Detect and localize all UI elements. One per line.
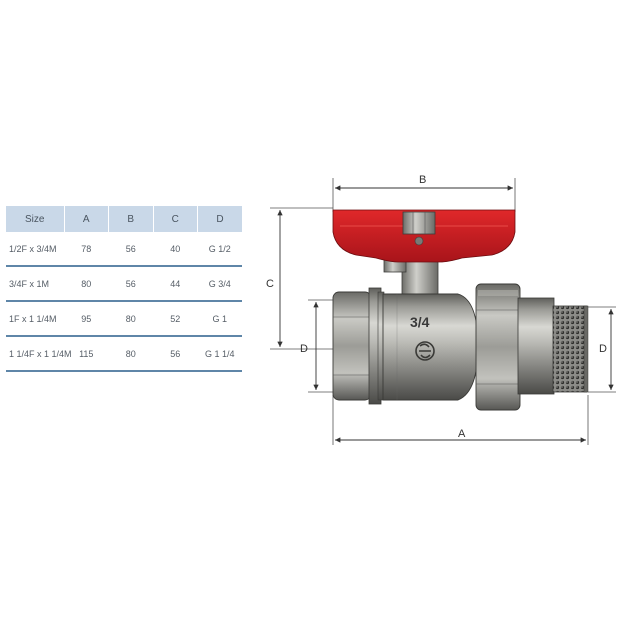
table-row: 1/2F x 3/4M 78 56 40 G 1/2 bbox=[6, 232, 242, 267]
knurled-male-end bbox=[552, 305, 588, 393]
cell-c: 44 bbox=[153, 266, 198, 302]
table-row: 1 1/4F x 1 1/4M 115 80 56 G 1 1/4 bbox=[6, 336, 242, 372]
header-a: A bbox=[64, 206, 109, 232]
handle-nut bbox=[402, 211, 436, 235]
table-header-row: Size A B C D bbox=[6, 206, 242, 232]
dimension-b-label: B bbox=[419, 174, 426, 186]
female-end-hex bbox=[332, 291, 372, 401]
cell-size: 3/4F x 1M bbox=[6, 266, 64, 302]
butterfly-handle bbox=[332, 209, 516, 263]
cell-c: 56 bbox=[153, 336, 198, 372]
cell-d: G 1 bbox=[197, 301, 242, 337]
header-d: D bbox=[197, 206, 242, 232]
cell-b: 80 bbox=[108, 336, 153, 372]
table-row: 1F x 1 1/4M 95 80 52 G 1 bbox=[6, 301, 242, 337]
extension-lines bbox=[270, 178, 616, 445]
cell-d: G 1/2 bbox=[197, 232, 242, 267]
brand-logo bbox=[415, 341, 435, 361]
cell-a: 78 bbox=[64, 232, 109, 267]
cell-d: G 1 1/4 bbox=[197, 336, 242, 372]
dimension-d-left-label: D bbox=[300, 343, 308, 355]
union-nut-hex bbox=[475, 283, 521, 411]
cell-size: 1F x 1 1/4M bbox=[6, 301, 64, 337]
cell-a: 80 bbox=[64, 266, 109, 302]
body-size-marking: 3/4 bbox=[410, 314, 430, 330]
dimension-d-right-label: D bbox=[599, 343, 607, 355]
cell-a: 115 bbox=[64, 336, 109, 372]
cell-size: 1/2F x 3/4M bbox=[6, 232, 64, 267]
header-b: B bbox=[108, 206, 154, 232]
cell-c: 52 bbox=[153, 301, 198, 337]
dimension-a-label: A bbox=[458, 428, 466, 440]
dimension-lines bbox=[277, 185, 614, 443]
cell-b: 56 bbox=[108, 232, 153, 267]
cell-size: 1 1/4F x 1 1/4M bbox=[6, 336, 72, 372]
cell-b: 56 bbox=[108, 266, 153, 302]
dimension-c-label: C bbox=[266, 278, 274, 290]
header-c: C bbox=[153, 206, 198, 232]
spec-table: Size A B C D 1/2F x 3/4M 78 56 40 G 1/2 … bbox=[6, 206, 242, 372]
cell-d: G 3/4 bbox=[197, 266, 242, 302]
cell-b: 80 bbox=[108, 301, 153, 337]
cell-a: 95 bbox=[64, 301, 109, 337]
table-row: 3/4F x 1M 80 56 44 G 3/4 bbox=[6, 266, 242, 302]
cell-c: 40 bbox=[153, 232, 198, 267]
header-size: Size bbox=[6, 206, 65, 232]
ball-valve: 3/4 bbox=[332, 209, 589, 411]
